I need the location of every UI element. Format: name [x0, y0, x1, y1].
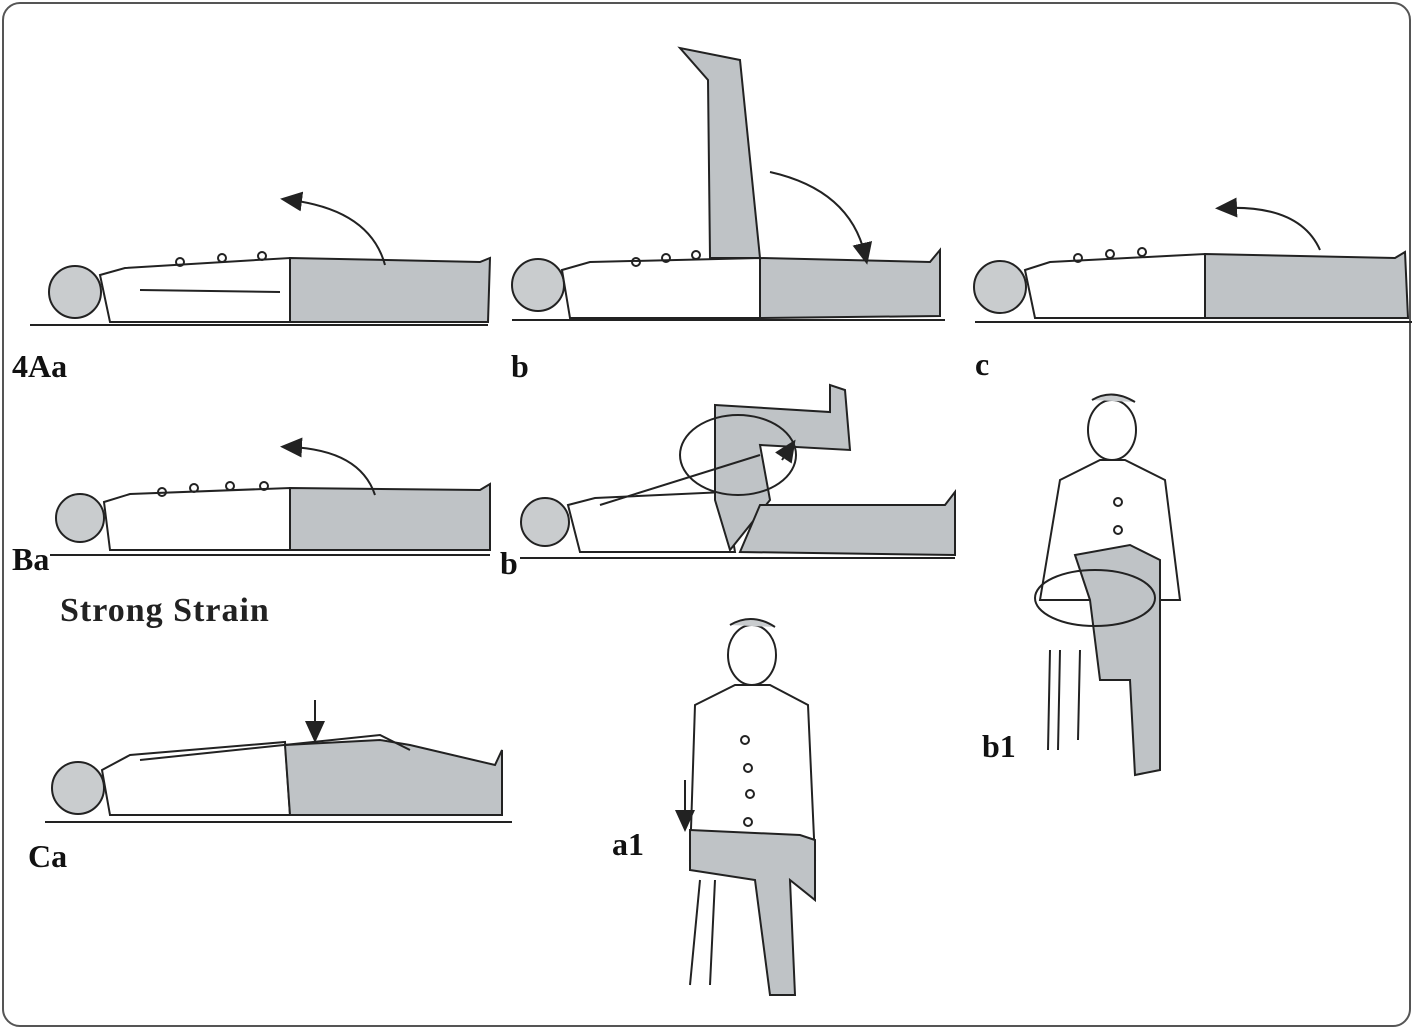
caption-strong-strain: Strong Strain: [60, 592, 270, 629]
label-c: c: [975, 346, 990, 382]
label-4Aa: 4Aa: [12, 348, 68, 384]
label-a1: a1: [612, 826, 644, 862]
figure-4Aa-lying: [30, 191, 492, 326]
figure-b-knee-hug: [520, 383, 956, 559]
figure-b-leg-raised: [511, 46, 945, 321]
figure-Ba-lying: [50, 437, 491, 556]
figure-Ca-lying: [45, 700, 512, 823]
figure-c-lying: [973, 197, 1412, 323]
figure-b1-seated: [1034, 393, 1182, 777]
label-b-mid: b: [500, 545, 518, 581]
label-b-top: b: [511, 348, 529, 384]
label-b1: b1: [982, 728, 1016, 764]
figure-a1-seated: [675, 618, 817, 996]
label-Ba: Ba: [12, 541, 50, 577]
label-Ca: Ca: [28, 838, 68, 874]
